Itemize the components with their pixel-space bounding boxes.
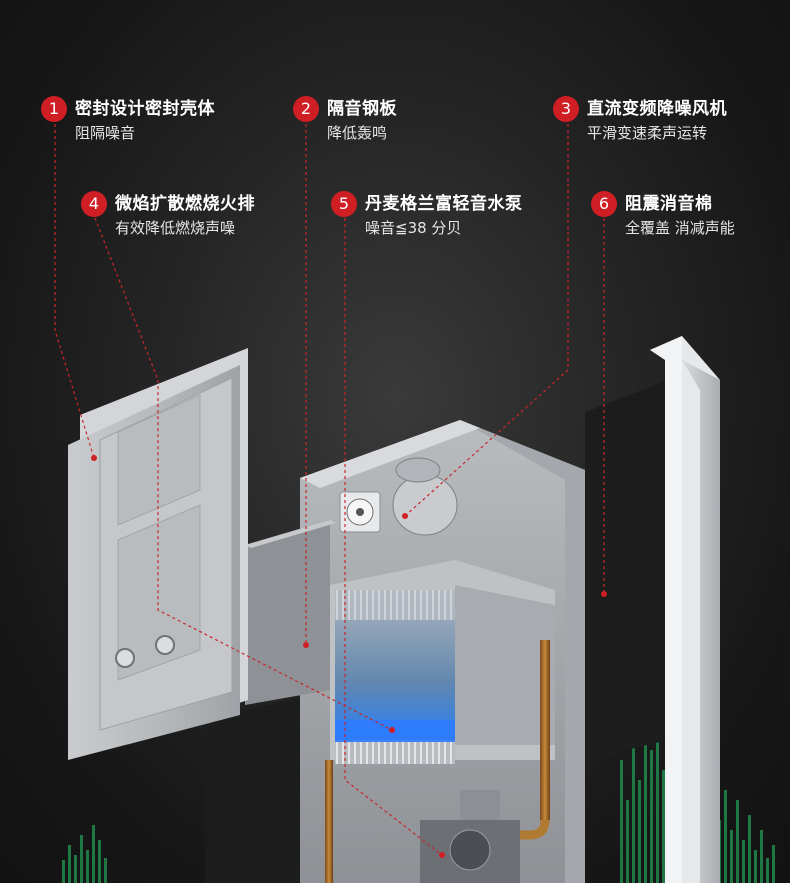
dc-inverter-fan <box>339 457 458 536</box>
boiler-body <box>300 420 585 883</box>
callout-title: 隔音钢板 <box>327 99 397 119</box>
number-badge: 1 <box>41 96 67 122</box>
callout-title: 密封设计密封壳体 <box>75 99 215 119</box>
callout-subtitle: 平滑变速柔声运转 <box>587 124 708 142</box>
side-cover-panel <box>601 336 720 883</box>
callout-subtitle: 有效降低燃烧声噪 <box>115 219 236 237</box>
callout-subtitle: 阻隔噪音 <box>75 124 136 142</box>
copper-pipes <box>325 640 550 883</box>
callout-water-pump: 5 丹麦格兰富轻音水泵 噪音≦38 分贝 <box>331 191 523 238</box>
sound-absorbing-foam-left <box>205 690 330 883</box>
number-badge: 6 <box>591 191 617 217</box>
number-badge: 2 <box>293 96 319 122</box>
number-badge: 3 <box>553 96 579 122</box>
callout-insulation-plate: 2 隔音钢板 降低轰鸣 <box>293 96 397 143</box>
front-cover-panel <box>68 348 248 760</box>
callout-burner: 4 微焰扩散燃烧火排 有效降低燃烧声噪 <box>81 191 255 238</box>
number-badge: 5 <box>331 191 357 217</box>
callout-title: 直流变频降噪风机 <box>587 99 727 119</box>
burner-heat-exchanger <box>330 560 555 764</box>
callout-subtitle: 降低轰鸣 <box>327 124 388 142</box>
callout-subtitle: 噪音≦38 分贝 <box>365 219 462 237</box>
callout-foam: 6 阻震消音棉 全覆盖 消减声能 <box>591 191 735 238</box>
sound-absorbing-foam-right <box>585 380 668 760</box>
insulation-steel-plate <box>245 520 336 705</box>
leader-lines <box>54 124 605 856</box>
callout-sealed-casing: 1 密封设计密封壳体 阻隔噪音 <box>41 96 215 143</box>
callout-dc-fan: 3 直流变频降噪风机 平滑变速柔声运转 <box>553 96 727 143</box>
callout-title: 丹麦格兰富轻音水泵 <box>365 194 523 214</box>
callout-title: 阻震消音棉 <box>625 194 713 214</box>
callout-subtitle: 全覆盖 消减声能 <box>625 219 735 237</box>
callout-title: 微焰扩散燃烧火排 <box>115 194 255 214</box>
number-badge: 4 <box>81 191 107 217</box>
